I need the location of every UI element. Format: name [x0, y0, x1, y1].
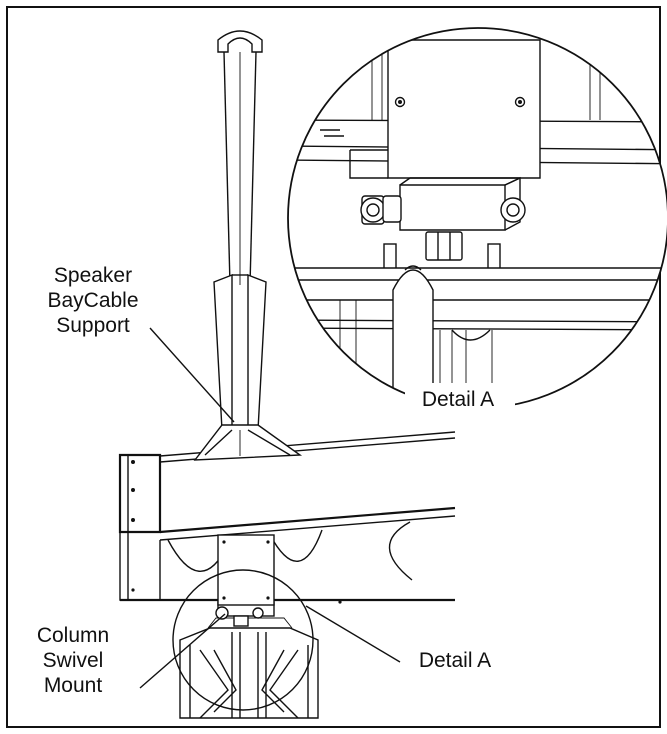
speaker-column	[179, 617, 319, 719]
label-baycable: BayCable	[47, 289, 138, 312]
label-support: Support	[56, 314, 130, 337]
label-column: Column	[37, 624, 109, 647]
page-border	[6, 6, 661, 728]
label-swivel: Swivel	[43, 649, 104, 672]
leader-column-mount	[139, 613, 226, 689]
leader-detail-a	[305, 605, 401, 663]
speaker-beam	[118, 431, 456, 606]
label-speaker: Speaker	[54, 264, 132, 287]
bay-cable-support	[193, 30, 303, 461]
detail-a-marker-circle	[172, 569, 314, 711]
leader-speaker-support	[149, 327, 235, 423]
label-detail-a-callout: Detail A	[419, 649, 491, 672]
detail-a-inset	[287, 27, 667, 413]
label-mount: Mount	[44, 674, 103, 697]
label-detail-a-inset: Detail A	[422, 388, 494, 411]
